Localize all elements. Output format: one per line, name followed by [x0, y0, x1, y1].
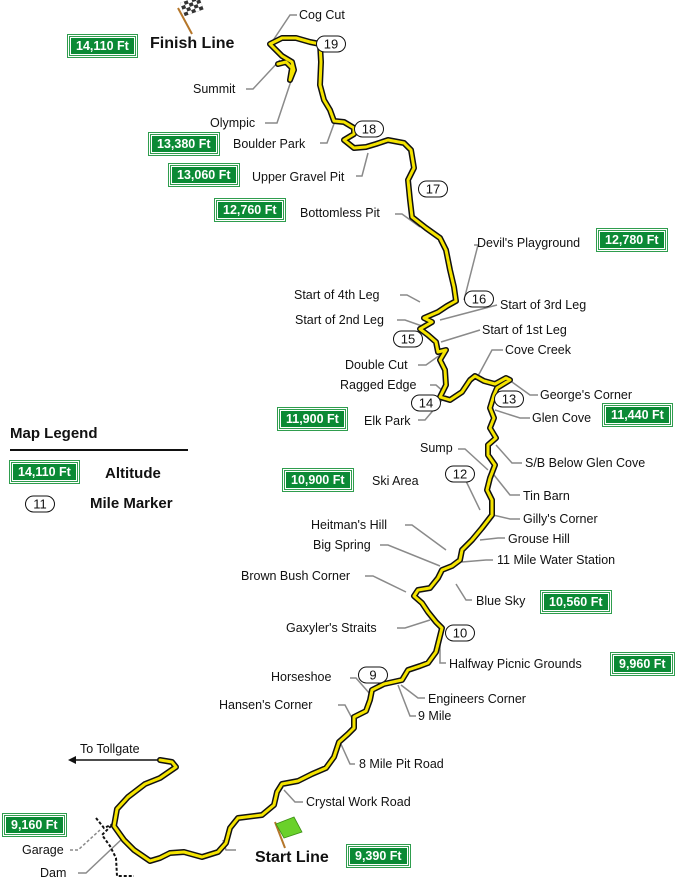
altitude-badge-upper-gravel-pit: 13,060 Ft: [170, 165, 238, 185]
race-road: [111, 35, 513, 864]
mile-marker-10: 10: [445, 624, 475, 642]
label-water-station: 11 Mile Water Station: [497, 553, 616, 567]
altitude-badge-elk-park: 11,900 Ft: [279, 409, 346, 429]
green-start-flag-icon: [274, 816, 303, 849]
to-tollgate-label: To Tollgate: [80, 742, 140, 756]
label-olympic: Olympic: [210, 116, 256, 130]
legend-altitude-label: Altitude: [105, 465, 161, 482]
mile-marker-14: 14: [411, 394, 441, 412]
label-9-mile: 9 Mile: [418, 709, 452, 723]
altitude-badge-finish: 14,110 Ft: [69, 36, 136, 56]
label-ragged-edge: Ragged Edge: [340, 378, 417, 392]
mile-marker-17: 17: [418, 180, 448, 198]
mile-marker-15: 15: [393, 330, 423, 348]
altitude-badge-ski-area: 10,900 Ft: [284, 470, 352, 490]
label-big-spring: Big Spring: [313, 538, 371, 552]
label-garage: Garage: [22, 843, 64, 857]
label-tin-barn: Tin Barn: [523, 489, 570, 503]
altitude-badge-devils-playground: 12,780 Ft: [598, 230, 666, 250]
label-halfway-picnic: Halfway Picnic Grounds: [449, 657, 582, 671]
label-double-cut: Double Cut: [345, 358, 408, 372]
altitude-badge-blue-sky: 10,560 Ft: [542, 592, 610, 612]
label-engineers-corner: Engineers Corner: [428, 692, 526, 706]
label-start-4th-leg: Start of 4th Leg: [294, 288, 380, 302]
label-sb-below-glen-cove: S/B Below Glen Cove: [525, 456, 646, 470]
checkered-flag-icon: [177, 0, 204, 35]
label-bottomless-pit: Bottomless Pit: [300, 206, 380, 220]
altitude-badge-start: 9,390 Ft: [348, 846, 409, 866]
legend-marker-sample: 11: [25, 495, 55, 513]
label-brown-bush-corner: Brown Bush Corner: [241, 569, 351, 583]
label-boulder-park: Boulder Park: [233, 137, 306, 151]
legend-title: Map Legend: [10, 425, 98, 442]
altitude-badge-halfway: 9,960 Ft: [612, 654, 673, 674]
altitude-badge-bottomless-pit: 12,760 Ft: [216, 200, 284, 220]
label-devils-playground: Devil's Playground: [477, 236, 581, 250]
altitude-badge-boulder-park: 13,380 Ft: [150, 134, 218, 154]
finish-line-label: Finish Line: [150, 35, 235, 52]
label-ski-area: Ski Area: [372, 474, 419, 488]
label-gaxylers-straits: Gaxyler's Straits: [286, 621, 377, 635]
legend-altitude-sample: 14,110 Ft: [11, 462, 78, 482]
label-8-mile-pit-road: 8 Mile Pit Road: [359, 757, 444, 771]
label-georges-corner: George's Corner: [540, 388, 633, 402]
label-crystal-work-road: Crystal Work Road: [306, 795, 411, 809]
mile-marker-9: 9: [358, 666, 388, 684]
label-gillys-corner: Gilly's Corner: [523, 512, 598, 526]
label-grouse-hill: Grouse Hill: [508, 532, 570, 546]
mile-marker-16: 16: [464, 290, 494, 308]
label-start-2nd-leg: Start of 2nd Leg: [295, 313, 384, 327]
legend-marker-label: Mile Marker: [90, 495, 173, 512]
label-heitmans-hill: Heitman's Hill: [311, 518, 388, 532]
label-glen-cove: Glen Cove: [532, 411, 592, 425]
to-tollgate-arrow: [68, 756, 160, 764]
label-horseshoe: Horseshoe: [271, 670, 332, 684]
dam-boundary: [95, 817, 134, 877]
legend-divider: [10, 449, 188, 451]
altitude-badge-glen-cove: 11,440 Ft: [604, 405, 671, 425]
label-blue-sky: Blue Sky: [476, 594, 526, 608]
label-start-3rd-leg: Start of 3rd Leg: [500, 298, 587, 312]
label-upper-gravel-pit: Upper Gravel Pit: [252, 170, 345, 184]
label-cove-creek: Cove Creek: [505, 343, 571, 357]
label-sump: Sump: [420, 441, 453, 455]
start-line-label: Start Line: [255, 849, 329, 866]
label-dam: Dam: [40, 866, 67, 880]
mile-marker-12: 12: [445, 465, 475, 483]
label-start-1st-leg: Start of 1st Leg: [482, 323, 567, 337]
mile-marker-19: 19: [316, 35, 346, 53]
altitude-badge-garage: 9,160 Ft: [4, 815, 65, 835]
label-hansens-corner: Hansen's Corner: [219, 698, 313, 712]
label-summit: Summit: [193, 82, 236, 96]
mile-marker-18: 18: [354, 120, 384, 138]
label-cog-cut: Cog Cut: [299, 8, 345, 22]
label-elk-park: Elk Park: [364, 414, 411, 428]
mile-marker-13: 13: [494, 390, 524, 408]
